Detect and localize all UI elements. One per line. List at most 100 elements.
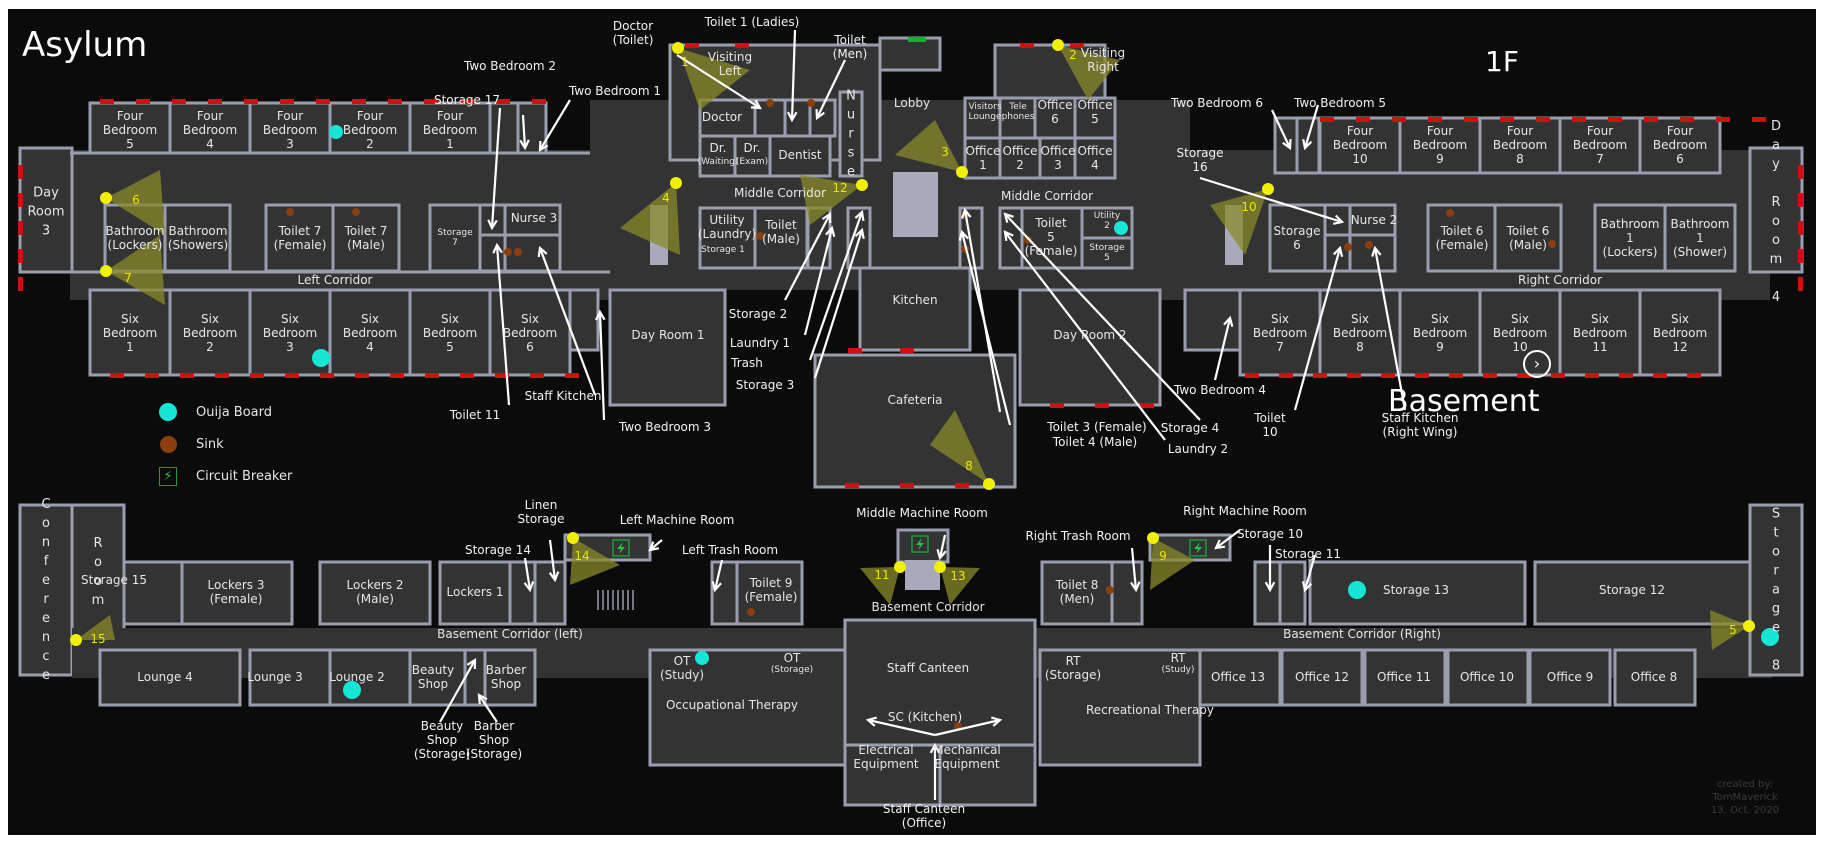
- callout-label: Toilet 11: [449, 408, 501, 422]
- window: [18, 221, 23, 235]
- room-label: Left Corridor: [297, 273, 373, 287]
- entrance-door: [908, 37, 926, 42]
- dentist: [768, 134, 832, 178]
- recreational-therapy: [1038, 648, 1202, 767]
- window: [1279, 373, 1293, 378]
- window: [900, 348, 914, 353]
- ouija-board-icon: [343, 681, 361, 699]
- room-label: S t o r a g e 8: [1771, 506, 1781, 674]
- window: [1500, 117, 1514, 122]
- room-label: Lounge 4: [137, 670, 193, 684]
- six-bedroom: [88, 288, 172, 377]
- toilet-11: [478, 233, 507, 273]
- callout-arrowhead: [1214, 539, 1226, 550]
- office-1: [963, 136, 1002, 180]
- window: [215, 373, 229, 378]
- window: [495, 373, 509, 378]
- bathroom-showers: [163, 203, 232, 273]
- toilet-male: [753, 206, 809, 270]
- camera-icon: [934, 561, 946, 573]
- legend-label: Sink: [196, 436, 224, 452]
- camera-icon: [1743, 620, 1755, 632]
- window: [352, 99, 366, 104]
- ouija-board-icon: [312, 349, 330, 367]
- room-label: Four Bedroom 9: [1412, 124, 1468, 166]
- window: [180, 373, 194, 378]
- window: [900, 483, 914, 488]
- room-label: Six Bedroom 7: [1252, 312, 1308, 354]
- callout-arrowhead: [961, 207, 972, 219]
- callout-label: Storage 16: [1176, 146, 1224, 174]
- callout-arrowhead: [929, 742, 941, 754]
- callout-arrow-line: [790, 29, 797, 121]
- office: [1363, 648, 1447, 707]
- room-label: Lounge 3: [247, 670, 303, 684]
- cafeteria: [813, 353, 1017, 489]
- room-label: Office 5: [1077, 98, 1113, 126]
- room-label: OT: [783, 651, 801, 665]
- sink-icon: [1365, 241, 1373, 249]
- camera-view-cone: [860, 567, 900, 605]
- callout-arrowhead: [1282, 138, 1292, 151]
- day-room-4: [1748, 146, 1804, 274]
- room-label: Six Bedroom 3: [262, 312, 318, 354]
- ouija-board-icon: [329, 125, 343, 139]
- camera-view-cone: [1058, 45, 1120, 100]
- room-label: Storage 6: [1273, 224, 1321, 252]
- room-label: Recreational Therapy: [1086, 703, 1214, 717]
- next-map-button[interactable]: ›: [1523, 350, 1551, 378]
- lightning-icon: [1194, 542, 1202, 554]
- window: [280, 99, 294, 104]
- four-bedroom: [1478, 116, 1562, 175]
- room-label: SC (Kitchen): [887, 710, 963, 724]
- ouija-board-icon: [1348, 581, 1366, 599]
- callout-label: Barber Shop (Storage): [465, 719, 523, 761]
- window: [1464, 117, 1478, 122]
- camera-icon: [567, 532, 579, 544]
- window: [100, 99, 114, 104]
- callout-arrow-line: [867, 718, 936, 737]
- room-label: Toilet 6 (Female): [1435, 224, 1489, 252]
- room-label: Dentist: [778, 148, 822, 162]
- room-label: Visitors Lounge: [968, 102, 1002, 122]
- room-label: Office 8: [1630, 670, 1678, 684]
- callout-arrowhead: [991, 716, 1003, 727]
- six-bedroom: [168, 288, 252, 377]
- storage-15: [122, 560, 184, 626]
- callout-arrow-line: [803, 227, 834, 336]
- pillar: [893, 172, 938, 237]
- callout-label: Beauty Shop (Storage): [413, 719, 471, 761]
- room-label: Visiting Left: [707, 50, 753, 78]
- sink-icon: [807, 99, 815, 107]
- room-label: Storage 7: [437, 228, 473, 248]
- callout-label: Toilet 10: [1254, 411, 1286, 439]
- callout-arrowhead: [821, 211, 832, 224]
- two-bedroom-2: [488, 101, 520, 155]
- camera-view-cone: [570, 538, 620, 585]
- window: [1356, 117, 1370, 122]
- office: [1613, 648, 1697, 707]
- window: [1680, 117, 1694, 122]
- room-label: Lounge 2: [329, 670, 385, 684]
- legend: Ouija Board Sink ⚡ Circuit Breaker: [158, 396, 292, 492]
- conference-room: [18, 503, 74, 677]
- ouija-board-icon: [159, 403, 177, 421]
- lockers-2: [318, 560, 432, 626]
- window: [1653, 373, 1667, 378]
- callout-arrow-line: [934, 718, 1001, 737]
- callout-label: Toilet 3 (Female): [1047, 420, 1147, 434]
- window: [1449, 373, 1463, 378]
- callout-label: Storage 4: [1160, 421, 1220, 435]
- toilet-5-female: [1020, 206, 1084, 270]
- sink-icon: [747, 608, 755, 616]
- callout-arrowhead: [537, 245, 548, 258]
- room-label: Six Bedroom 4: [342, 312, 398, 354]
- callout-label: Toilet 4 (Male): [1052, 435, 1138, 449]
- six-bedroom: [408, 288, 492, 377]
- linen-storage: [533, 560, 567, 626]
- window: [110, 373, 124, 378]
- six-bedroom: [1638, 288, 1722, 377]
- camera-view-cone: [895, 120, 962, 172]
- window: [1313, 373, 1327, 378]
- window: [1050, 403, 1064, 408]
